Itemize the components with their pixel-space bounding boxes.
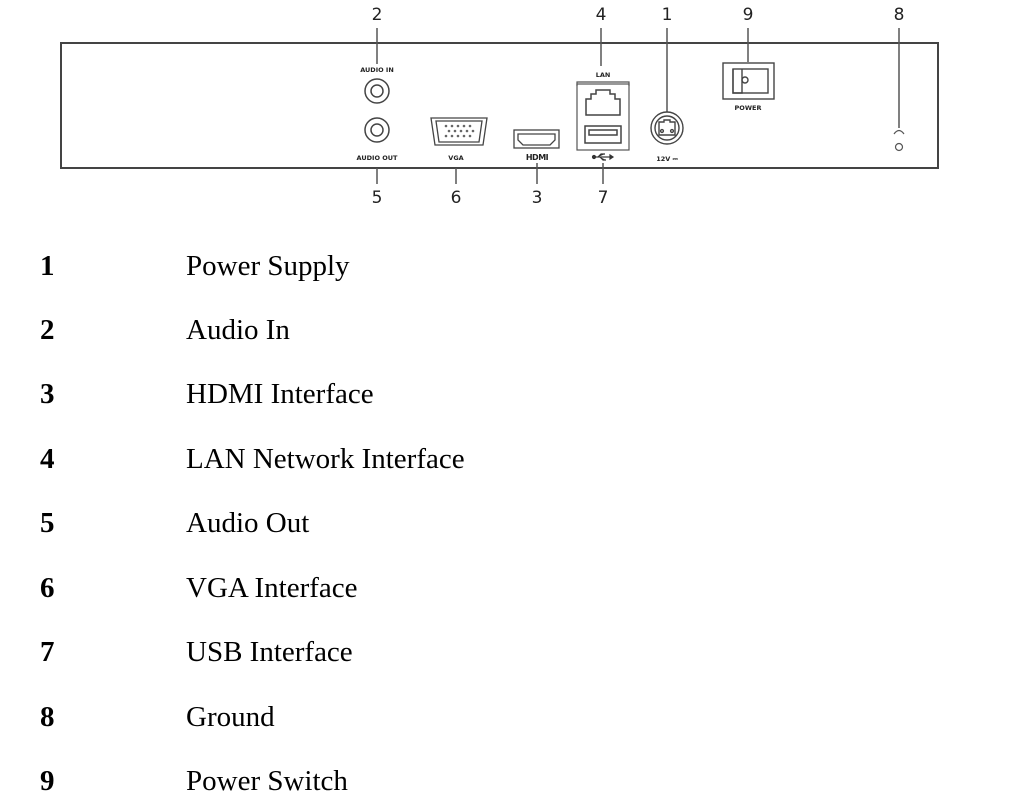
legend-number: 1 bbox=[40, 250, 55, 282]
legend-label: Audio In bbox=[186, 314, 290, 346]
audio-out-jack-icon bbox=[364, 117, 390, 143]
legend-label: USB Interface bbox=[186, 636, 353, 668]
lan-usb-bezel bbox=[576, 81, 630, 151]
legend-label: LAN Network Interface bbox=[186, 443, 465, 475]
callout-2: 2 bbox=[372, 5, 383, 25]
legend-item: 3 HDMI Interface bbox=[0, 374, 700, 414]
legend-item: 4 LAN Network Interface bbox=[0, 439, 700, 479]
legend-number: 6 bbox=[40, 572, 55, 604]
legend-label: Power Switch bbox=[186, 765, 348, 797]
legend-number: 2 bbox=[40, 314, 55, 346]
legend-label: Audio Out bbox=[186, 507, 310, 539]
hdmi-label: HDMI bbox=[526, 153, 549, 162]
audio-in-jack-icon bbox=[364, 78, 390, 104]
legend-number: 4 bbox=[40, 443, 55, 475]
legend-number: 8 bbox=[40, 701, 55, 733]
legend-item: 1 Power Supply bbox=[0, 246, 700, 286]
callout-4: 4 bbox=[596, 5, 607, 25]
lan-port-icon bbox=[585, 89, 621, 116]
audio-out-label: AUDIO OUT bbox=[357, 154, 399, 162]
callout-9: 9 bbox=[743, 5, 754, 25]
usb-port-icon bbox=[584, 125, 622, 144]
callout-8: 8 bbox=[894, 5, 905, 25]
legend-label: VGA Interface bbox=[186, 572, 358, 604]
legend-number: 5 bbox=[40, 507, 55, 539]
callout-lines bbox=[376, 28, 900, 184]
rear-panel-diagram: 2 4 1 9 8 5 6 3 7 AUDIO IN AUDIO OUT VGA… bbox=[60, 5, 939, 208]
ground-terminal-icon bbox=[893, 129, 905, 152]
power-input-label: 12V ⎓ bbox=[656, 155, 678, 163]
legend-item: 9 Power Switch bbox=[0, 761, 700, 801]
callout-1: 1 bbox=[662, 5, 673, 25]
callout-7: 7 bbox=[598, 188, 609, 208]
vga-port-icon bbox=[430, 117, 488, 146]
vga-label: VGA bbox=[448, 154, 463, 162]
legend-number: 9 bbox=[40, 765, 55, 797]
lan-label: LAN bbox=[596, 71, 611, 79]
usb-symbol-icon bbox=[591, 153, 615, 161]
power-input-connector-icon bbox=[650, 111, 684, 145]
legend-label: Ground bbox=[186, 701, 275, 733]
power-switch-icon bbox=[722, 62, 775, 100]
hdmi-port-icon bbox=[513, 129, 560, 149]
legend-number: 3 bbox=[40, 378, 55, 410]
callout-5: 5 bbox=[372, 188, 383, 208]
legend-item: 8 Ground bbox=[0, 697, 700, 737]
callout-3: 3 bbox=[532, 188, 543, 208]
power-switch-label: POWER bbox=[735, 104, 762, 112]
legend-item: 7 USB Interface bbox=[0, 632, 700, 672]
legend-number: 7 bbox=[40, 636, 55, 668]
legend-label: HDMI Interface bbox=[186, 378, 374, 410]
legend-item: 2 Audio In bbox=[0, 310, 700, 350]
legend-item: 5 Audio Out bbox=[0, 503, 700, 543]
legend-label: Power Supply bbox=[186, 250, 350, 282]
device-chassis bbox=[60, 42, 939, 169]
callout-6: 6 bbox=[451, 188, 462, 208]
audio-in-label: AUDIO IN bbox=[360, 66, 394, 74]
legend-item: 6 VGA Interface bbox=[0, 568, 700, 608]
